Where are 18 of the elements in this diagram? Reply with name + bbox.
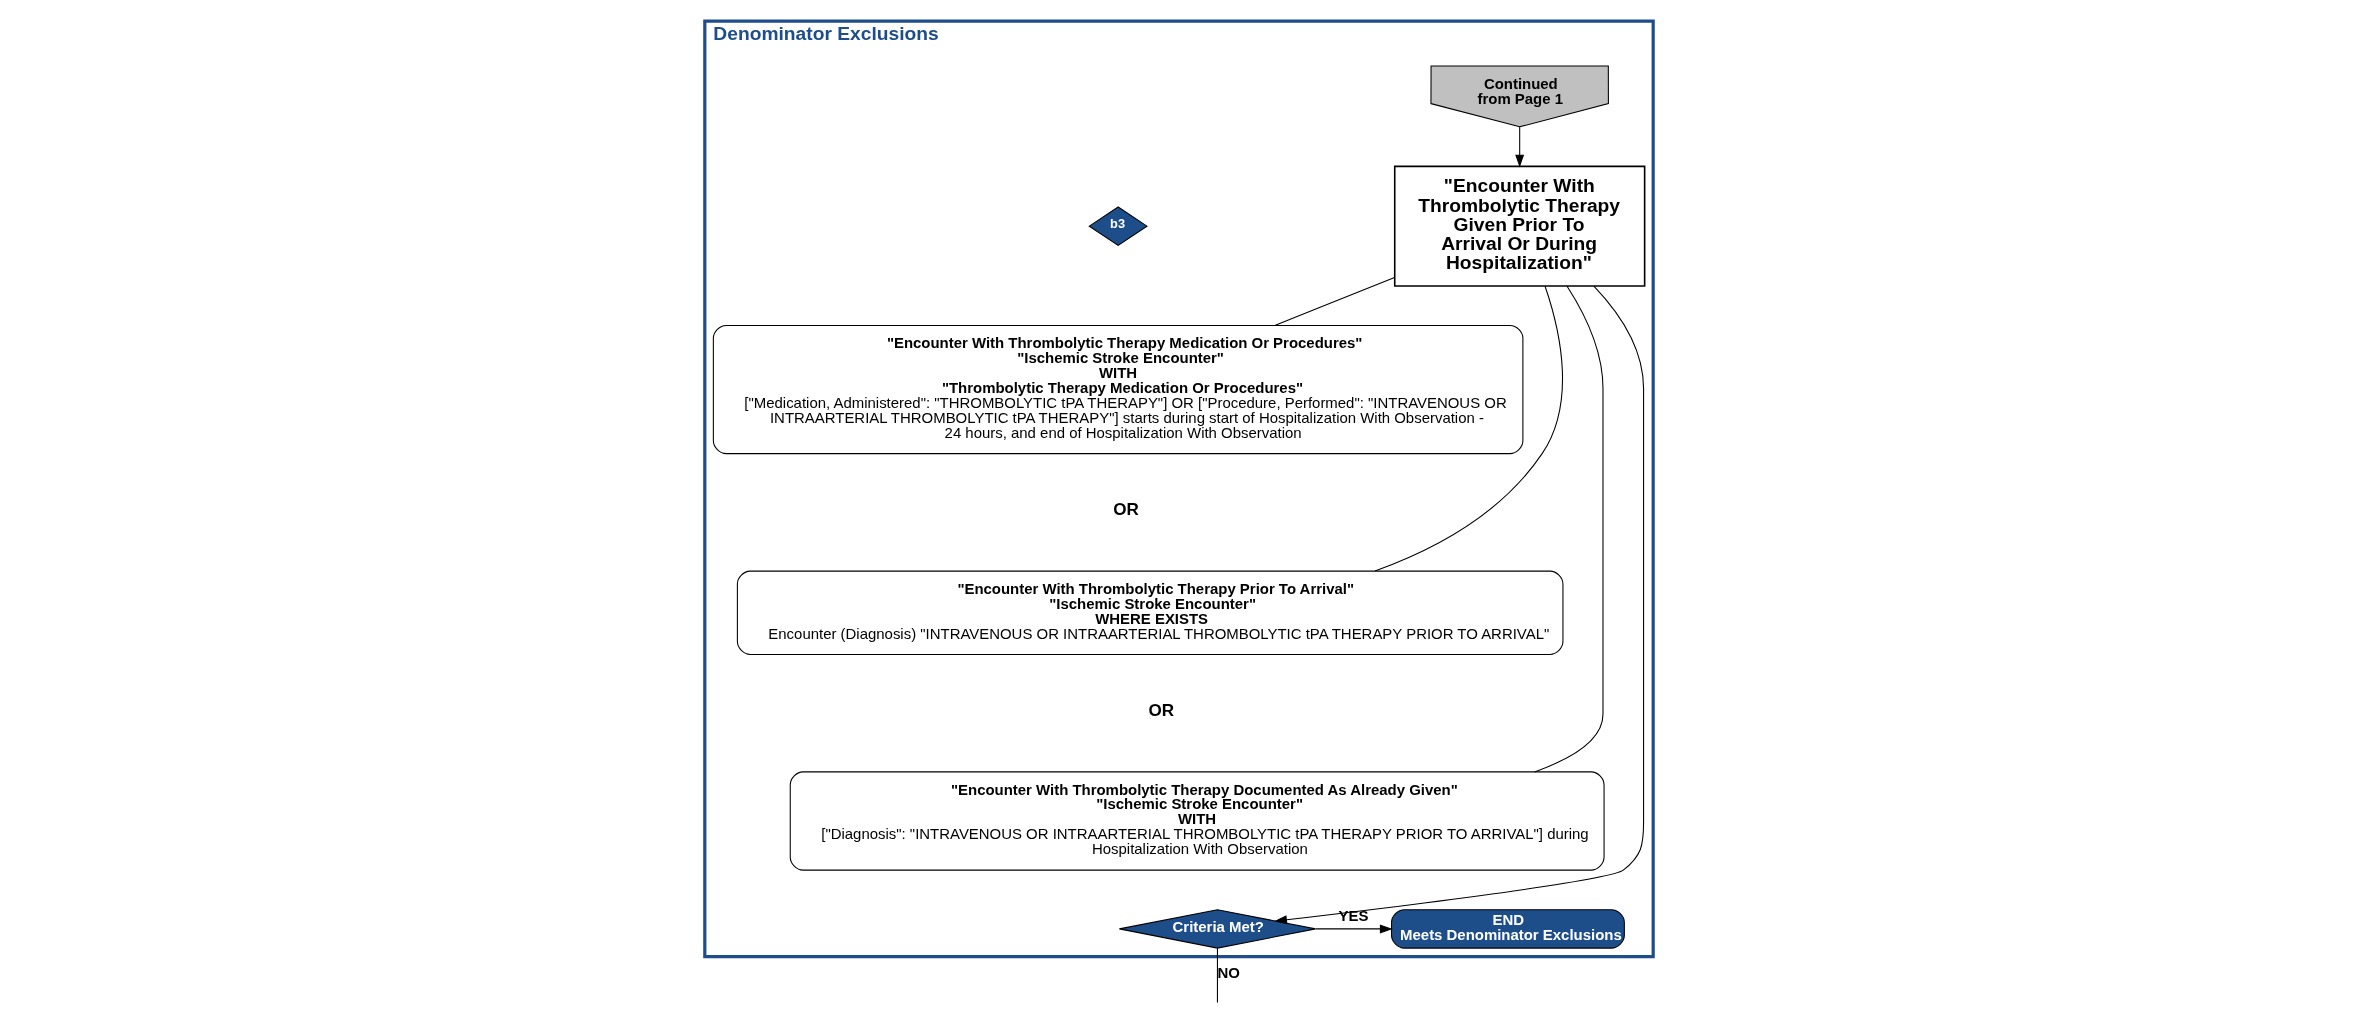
label: OR: [1112, 500, 1139, 520]
arrow: [1314, 924, 1393, 934]
arrow: [1514, 126, 1524, 168]
edge-label: YES: [1338, 906, 1369, 924]
connector: [1274, 276, 1395, 326]
connector: [1373, 285, 1563, 572]
arrow: [1273, 285, 1644, 925]
node-diamond: b3: [1087, 206, 1148, 247]
node-box: END Meets Denominator Exclusions: [1390, 909, 1625, 949]
node-box: "Encounter With Thrombolytic Therapy Documented As Already Given" "Ischemic Stroke Encounter" WITH ["Diagnosis": "INTRAVENOUS OR INTRAARTERIAL THROMBOLYTIC tPA THERAPY PRIOR TO ARRIVAL"] during Hospitalization With Observation: [789, 771, 1605, 871]
edge-label: NO: [1216, 964, 1240, 982]
node-box: "Encounter With Thrombolytic Therapy Medication Or Procedures" "Ischemic Stroke Encounter" WITH "Thrombolytic Therapy Medication Or Procedures" ["Medication, Administered": "THROMBOLYTIC tPA THERAPY"] OR ["Procedure, Performed": "INTRAVENOUS OR INTRAARTERIAL THROMBOLYTIC tPA THERAPY"] starts during start of Hospitalization With Observation - 24 hours, and end of Hospitalization With Observation: [712, 324, 1523, 455]
node-box: "Encounter With Thrombolytic Therapy Prior To Arrival" "Ischemic Stroke Encounter" WHERE EXISTS Encounter (Diagnosis) "INTRAVENOUS OR INTRAARTERIAL THROMBOLYTIC tPA THERAPY PRIOR TO ARRIVAL": [736, 570, 1563, 655]
connector: [1533, 285, 1604, 773]
connector: [1216, 947, 1218, 1004]
node-box: "Encounter With Thrombolytic Therapy Given Prior To Arrival Or During Hospitalization": [1393, 165, 1645, 287]
node-diamond: Criteria Met?: [1118, 909, 1316, 949]
label: OR: [1148, 701, 1174, 721]
